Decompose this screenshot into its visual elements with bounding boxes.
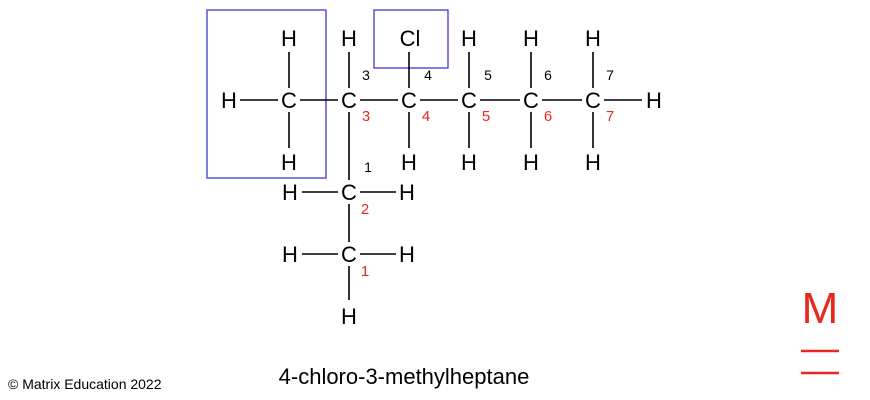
hydrogen-atom: H bbox=[523, 26, 539, 51]
hydrogen-atom: H bbox=[461, 150, 477, 175]
hydrogen-atom: H bbox=[399, 242, 415, 267]
chloro-highlight-box bbox=[373, 9, 449, 69]
carbon-5: C bbox=[461, 88, 477, 113]
carbon-1: C bbox=[341, 242, 357, 267]
position-number: 5 bbox=[484, 67, 492, 83]
hydrogen-atom: H bbox=[341, 26, 357, 51]
logo-letter: M bbox=[802, 284, 839, 333]
position-number: 1 bbox=[364, 159, 372, 175]
carbon-number-label: 1 bbox=[361, 263, 369, 280]
position-number: 6 bbox=[544, 67, 552, 83]
hydrogen-atom: H bbox=[281, 150, 297, 175]
matrix-logo: M bbox=[801, 284, 839, 375]
hydrogen-atom: H bbox=[585, 150, 601, 175]
red-carbon-numbers: 3 4 5 6 7 2 1 bbox=[361, 108, 614, 280]
carbon-3: C bbox=[341, 88, 357, 113]
position-number: 7 bbox=[606, 67, 614, 83]
carbon-4: C bbox=[401, 88, 417, 113]
hydrogen-atom: H bbox=[461, 26, 477, 51]
hydrogen-atom: H bbox=[282, 242, 298, 267]
carbon-number-label: 3 bbox=[362, 108, 370, 125]
black-position-numbers: 3 4 5 6 7 1 bbox=[362, 67, 614, 175]
methyl-highlight-box bbox=[206, 9, 327, 179]
hydrogen-atom: H bbox=[401, 150, 417, 175]
bonds bbox=[240, 52, 642, 300]
hydrogen-atom: H bbox=[399, 180, 415, 205]
hydrogen-atoms: H H H H H H H H H H H H H H H H H bbox=[221, 26, 662, 329]
carbon-number-label: 5 bbox=[482, 108, 490, 125]
hydrogen-atom: H bbox=[585, 26, 601, 51]
carbon-number-label: 7 bbox=[606, 108, 614, 125]
carbon-number-label: 6 bbox=[544, 108, 552, 125]
chlorine-atom: Cl bbox=[400, 26, 421, 51]
hydrogen-atom: H bbox=[282, 180, 298, 205]
hydrogen-atom: H bbox=[221, 88, 237, 113]
position-number: 3 bbox=[362, 67, 370, 83]
copyright-text: © Matrix Education 2022 bbox=[8, 376, 162, 392]
carbon-2: C bbox=[341, 180, 357, 205]
position-number: 4 bbox=[424, 67, 432, 83]
molecule-name-caption: 4-chloro-3-methylheptane bbox=[279, 364, 530, 389]
hydrogen-atom: H bbox=[523, 150, 539, 175]
carbon-methyl-substituent: C bbox=[281, 88, 297, 113]
carbon-atoms: C C C C C C C C bbox=[281, 88, 601, 267]
carbon-number-label: 4 bbox=[422, 108, 430, 125]
carbon-number-label: 2 bbox=[361, 201, 369, 218]
hydrogen-atom: H bbox=[646, 88, 662, 113]
carbon-6: C bbox=[523, 88, 539, 113]
hydrogen-atom: H bbox=[281, 26, 297, 51]
hydrogen-atom: H bbox=[341, 304, 357, 329]
carbon-7: C bbox=[585, 88, 601, 113]
